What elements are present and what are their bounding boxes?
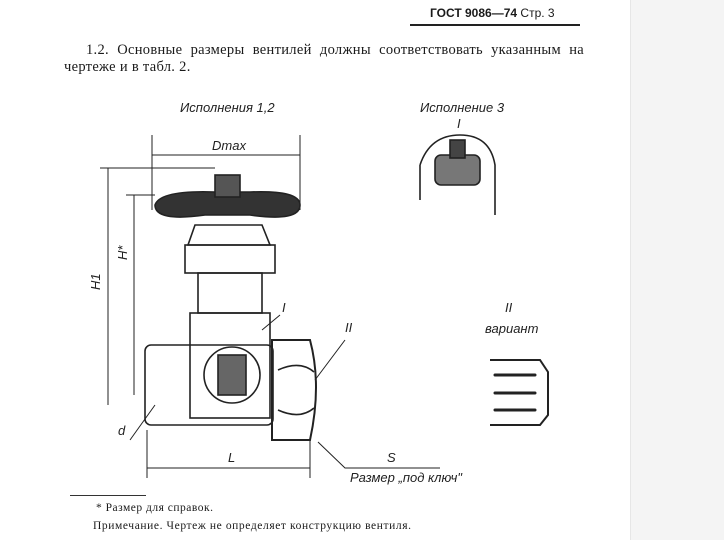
page-header: ГОСТ 9086—74 Стр. 3 — [430, 6, 555, 20]
dim-h: H* — [115, 245, 130, 260]
footnote: * Размер для справок. — [96, 502, 214, 514]
body-paragraph: 1.2. Основные размеры вентилей должны со… — [64, 42, 584, 75]
title-left: Исполнения 1,2 — [180, 100, 275, 115]
header-rule — [410, 24, 580, 26]
dim-d: d — [118, 423, 126, 438]
mark-ii: II — [345, 320, 353, 335]
dim-h1: H1 — [88, 273, 103, 290]
note: Примечание. Чертеж не определяет констру… — [93, 520, 412, 532]
variant-mark: II — [505, 300, 513, 315]
title-right: Исполнение 3 — [420, 100, 505, 115]
dim-dmax: Dmax — [212, 138, 246, 153]
standard-number: ГОСТ 9086—74 — [430, 6, 518, 20]
footnote-rule — [70, 495, 146, 496]
page-number: Стр. 3 — [520, 6, 555, 20]
detail-mark: I — [457, 116, 461, 131]
dim-l: L — [228, 450, 235, 465]
variant-label: вариант — [485, 321, 539, 336]
dim-s: S — [387, 450, 396, 465]
page-side-margin — [630, 0, 724, 540]
wrench-size-label: Размер „под ключ" — [350, 470, 463, 485]
mark-i: I — [282, 300, 286, 315]
